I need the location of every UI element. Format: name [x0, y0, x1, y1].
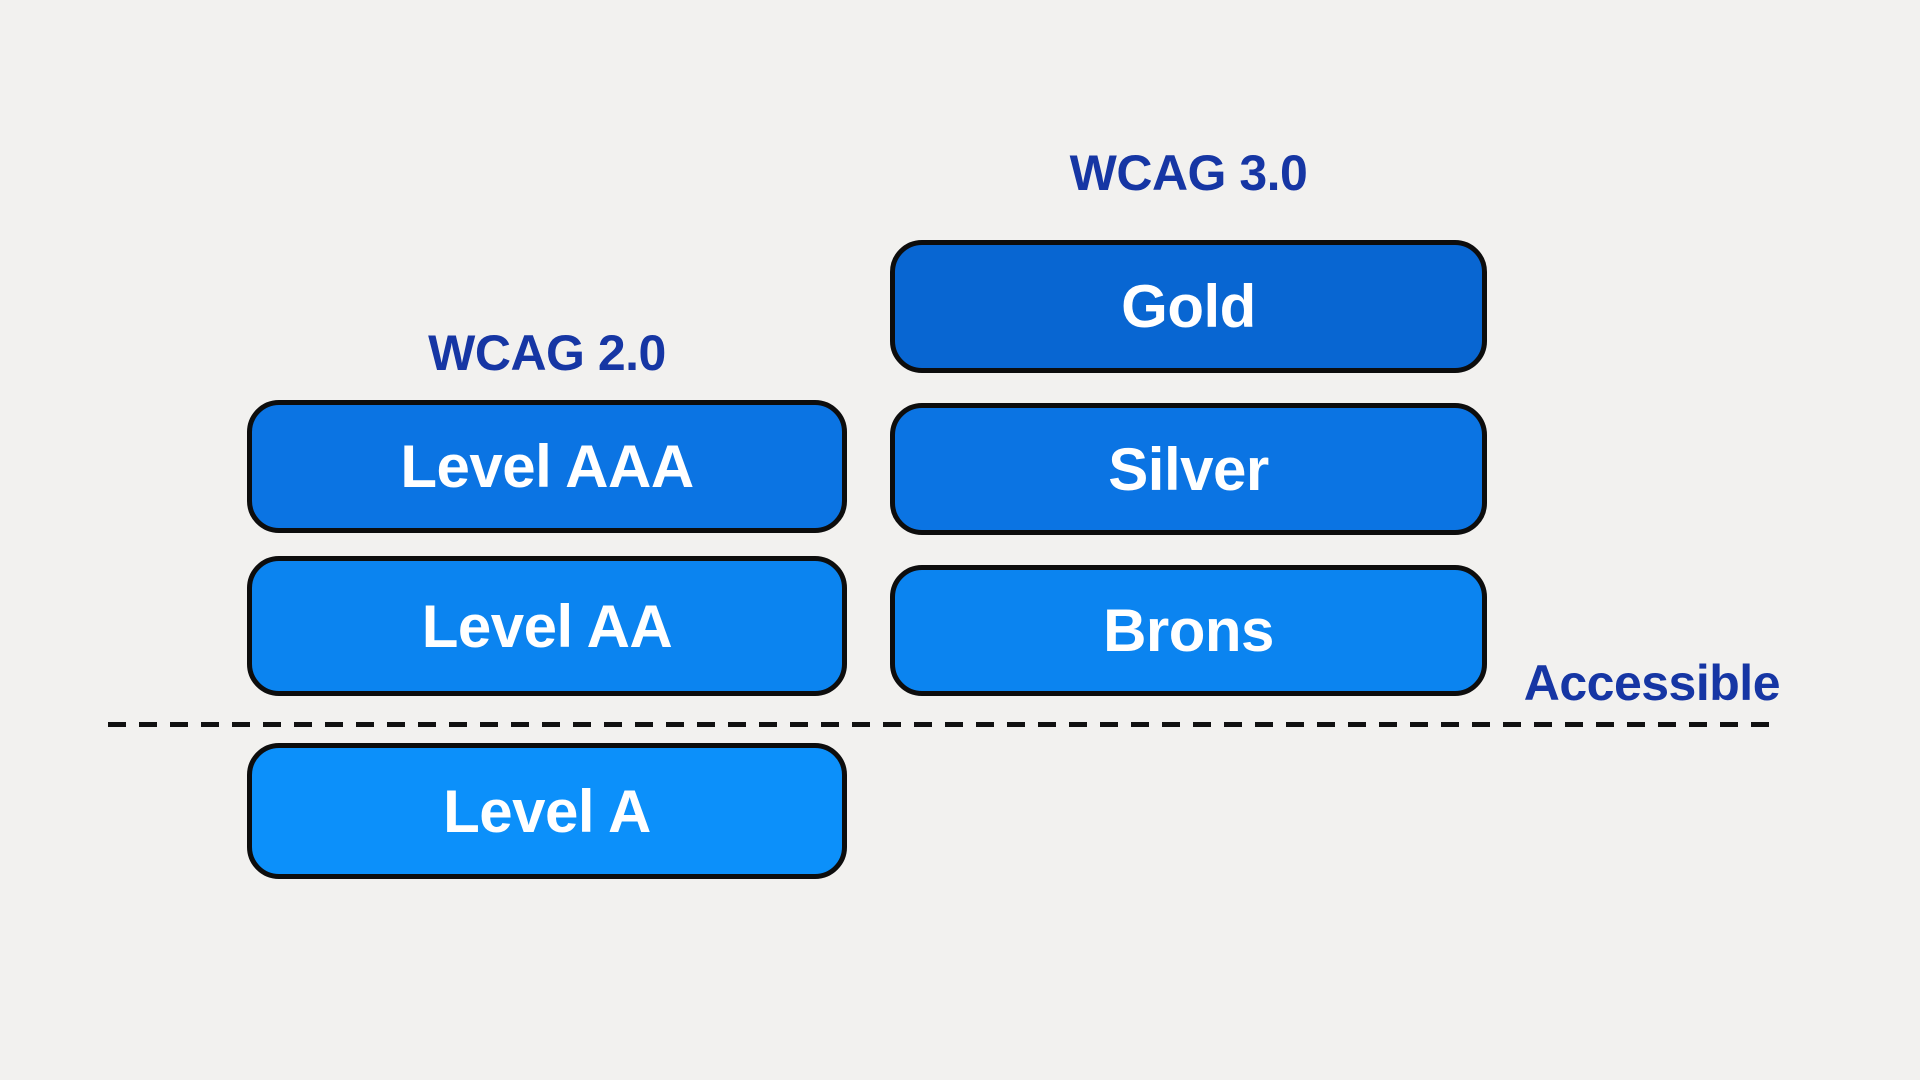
box-level-aaa-label: Level AAA — [400, 433, 694, 500]
box-level-a-label: Level A — [443, 777, 651, 845]
box-gold-label: Gold — [1121, 273, 1256, 340]
box-level-aa: Level AA — [247, 556, 847, 696]
box-silver: Silver — [890, 403, 1487, 535]
box-brons: Brons — [890, 565, 1487, 696]
box-level-a: Level A — [247, 743, 847, 879]
box-brons-label: Brons — [1103, 597, 1274, 664]
box-level-aa-label: Level AA — [421, 592, 673, 660]
box-silver-label: Silver — [1108, 435, 1269, 503]
column-heading-wcag3: WCAG 3.0 — [1069, 145, 1308, 201]
column-heading-wcag2: WCAG 2.0 — [428, 325, 666, 381]
box-gold: Gold — [890, 240, 1487, 373]
accessible-threshold-label: Accessible — [1523, 655, 1781, 711]
accessible-threshold-dashed-line — [108, 722, 1780, 727]
box-level-aaa: Level AAA — [247, 400, 847, 533]
